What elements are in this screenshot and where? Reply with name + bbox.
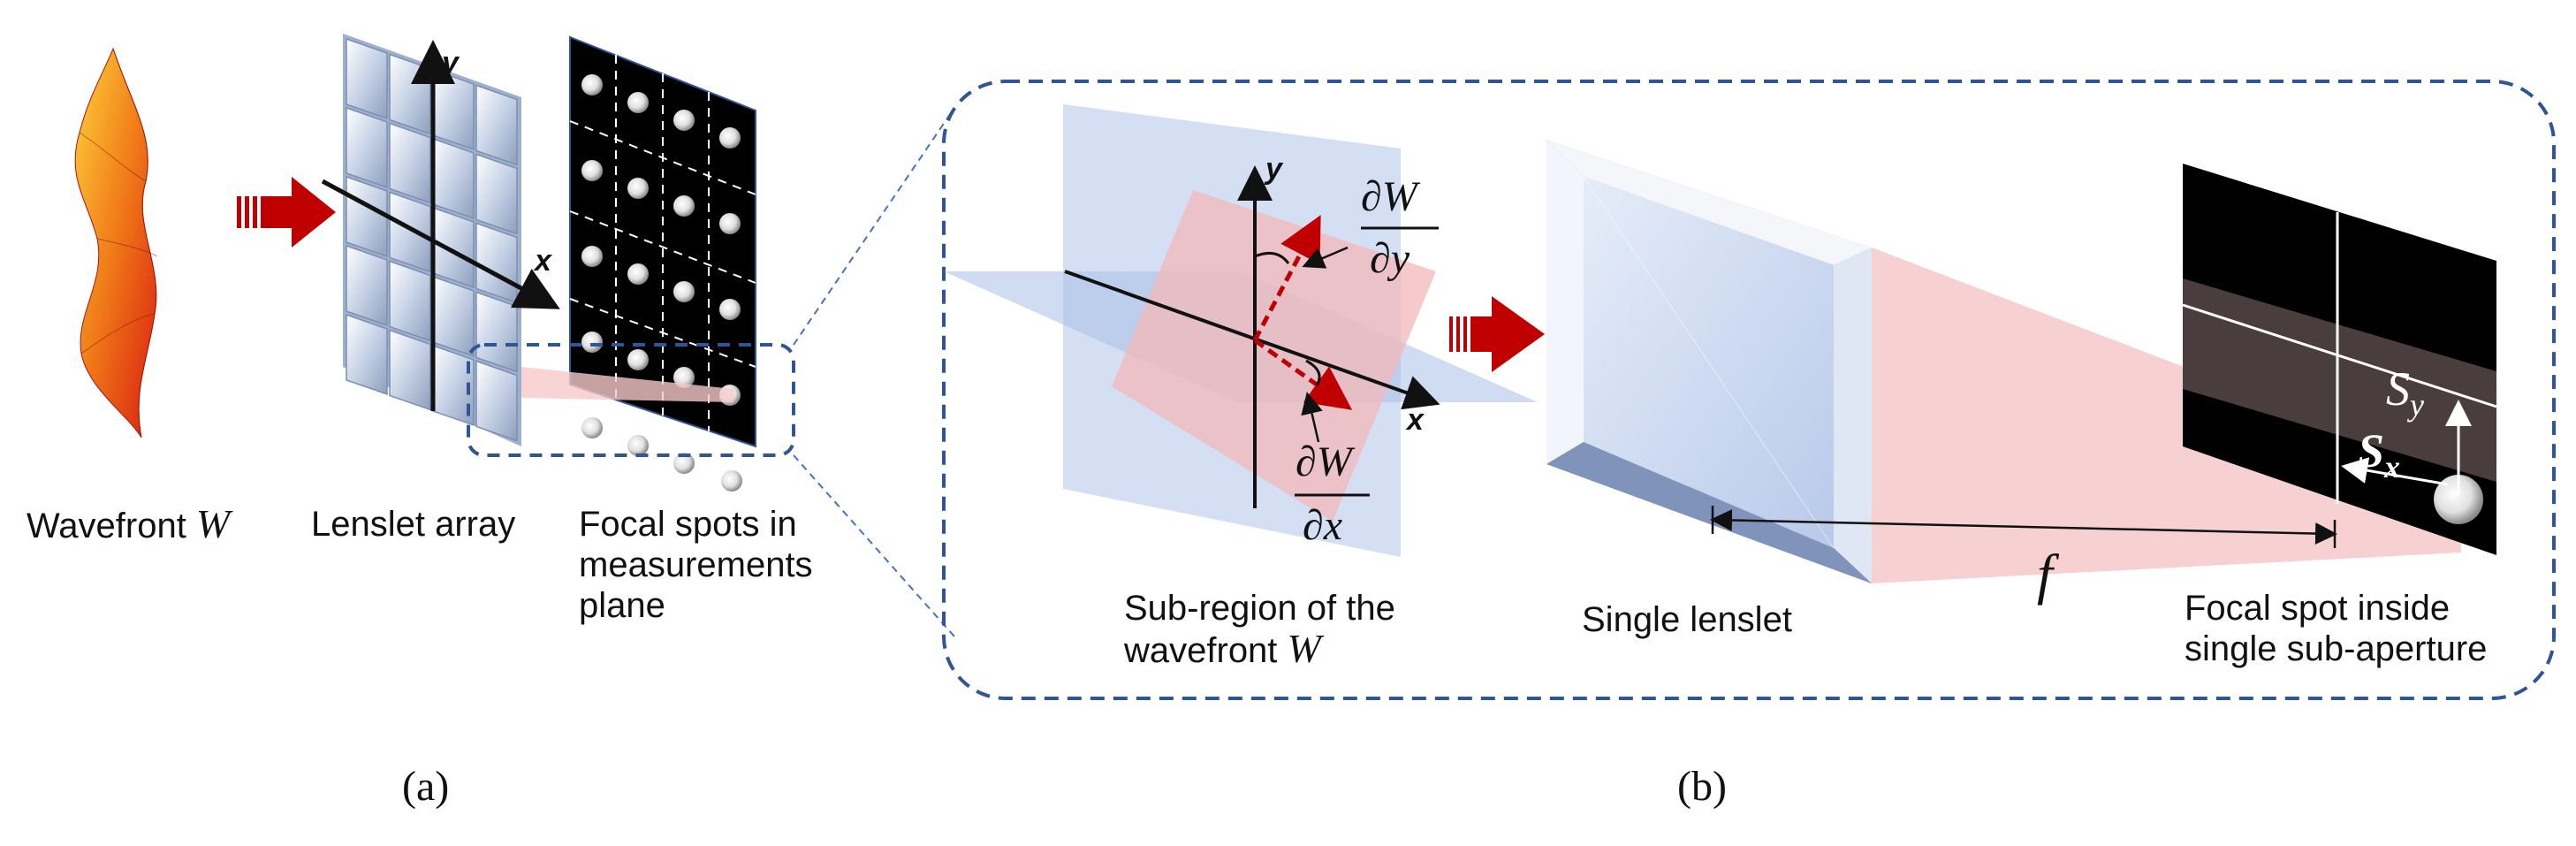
panel-b-frame — [942, 80, 2556, 700]
sx-arrow — [2341, 457, 2449, 486]
subregion-x-axis — [1064, 270, 1440, 410]
focal-spots-label: Focal spots in measurements plane — [579, 505, 813, 625]
focal-spot-dot — [581, 417, 603, 438]
focal-spot-dot — [627, 178, 649, 199]
angle-arc-x — [1305, 359, 1321, 386]
zoom-line-top — [793, 107, 955, 346]
focal-spot-dot — [719, 213, 741, 234]
sub-aperture — [2182, 164, 2497, 555]
lenslet-cell — [475, 153, 518, 235]
lenslet-cell — [475, 291, 518, 373]
pointer-dx — [1301, 392, 1323, 443]
focal-spot-dot — [627, 263, 649, 285]
lenslet-cell — [389, 260, 431, 342]
focal-spot-dot — [581, 332, 603, 353]
single-lenslet-label: Single lenslet — [1582, 600, 1792, 639]
lenslet-cell — [475, 222, 518, 304]
lenslet-x-label: x — [535, 244, 551, 278]
focal-spot-dot — [721, 470, 742, 492]
caption-b: (b) — [1677, 763, 1727, 810]
subregion-label: Sub-region of the wavefront W — [1124, 589, 1395, 671]
lenslet-cell — [389, 122, 431, 204]
focal-spot-dot — [719, 127, 741, 149]
focal-spot-dot — [581, 246, 603, 267]
focal-spots-plane — [569, 35, 756, 492]
focal-length-label: f — [2037, 543, 2053, 606]
focal-spot-dot — [581, 160, 603, 181]
lenslet-cell — [389, 329, 431, 411]
lenslet-cell — [389, 53, 431, 135]
deriv-y-numerator: ∂W — [1361, 173, 1417, 220]
focal-spot-dot — [673, 110, 695, 131]
sx-label: Sx — [2358, 424, 2401, 484]
lenslet-cell — [346, 37, 388, 120]
focal-spot-dot — [627, 435, 649, 456]
deriv-y-denominator: ∂y — [1370, 235, 1410, 282]
lenslet-cell — [346, 313, 388, 396]
gradient-y-arrow — [1252, 215, 1321, 342]
focal-spot-dot — [719, 299, 741, 320]
sy-label: Sy — [2386, 362, 2424, 423]
focal-spot-dot — [627, 349, 649, 370]
focal-spot-dot — [627, 92, 649, 113]
lenslet-cell — [346, 106, 388, 189]
gradient-x-arrow — [1253, 338, 1353, 410]
wavefront-label: Wavefront W — [27, 501, 231, 546]
lenslet-array — [321, 34, 560, 446]
subregion-planes — [944, 104, 1538, 557]
focal-spot-dot — [673, 367, 695, 388]
pointer-dy — [1302, 246, 1349, 269]
subregion-y-label: y — [1265, 152, 1282, 186]
deriv-x-numerator: ∂W — [1296, 438, 1352, 485]
lenslet-cell — [389, 191, 431, 273]
zoom-line-bottom — [793, 454, 955, 637]
single-lenslet — [1546, 140, 1872, 583]
lenslet-x-axis — [321, 179, 560, 309]
angle-arc-y — [1254, 251, 1290, 264]
lenslet-cell — [432, 275, 475, 358]
beam-a — [521, 367, 733, 402]
wavefront-surface — [74, 47, 158, 438]
beam-b — [1872, 248, 2461, 583]
focal-spot-dot — [673, 281, 695, 302]
deriv-x-denominator: ∂x — [1303, 502, 1343, 549]
focal-length-arrow — [1710, 508, 2337, 545]
lenslet-cell — [432, 137, 475, 220]
focal-spot — [2434, 475, 2483, 524]
focal-spot-label: Focal spot inside single sub-aperture — [2185, 589, 2488, 668]
focal-spot-dot — [673, 453, 695, 474]
arrow-wavefront-to-lenslet — [237, 177, 336, 248]
lenslet-cell — [475, 360, 518, 442]
lenslet-cell — [432, 206, 475, 289]
subregion-x-label: x — [1407, 403, 1424, 437]
focal-spot-dot — [673, 195, 695, 217]
caption-a: (a) — [402, 763, 450, 810]
lenslet-cell — [346, 175, 388, 258]
lenslet-cell — [475, 84, 518, 166]
lenslet-array-label: Lenslet array — [311, 505, 516, 544]
lenslet-y-label: y — [442, 46, 459, 80]
lenslet-cell — [346, 244, 388, 327]
focal-spot-dot — [581, 74, 603, 95]
arrow-subregion-to-lenslet — [1449, 296, 1545, 372]
